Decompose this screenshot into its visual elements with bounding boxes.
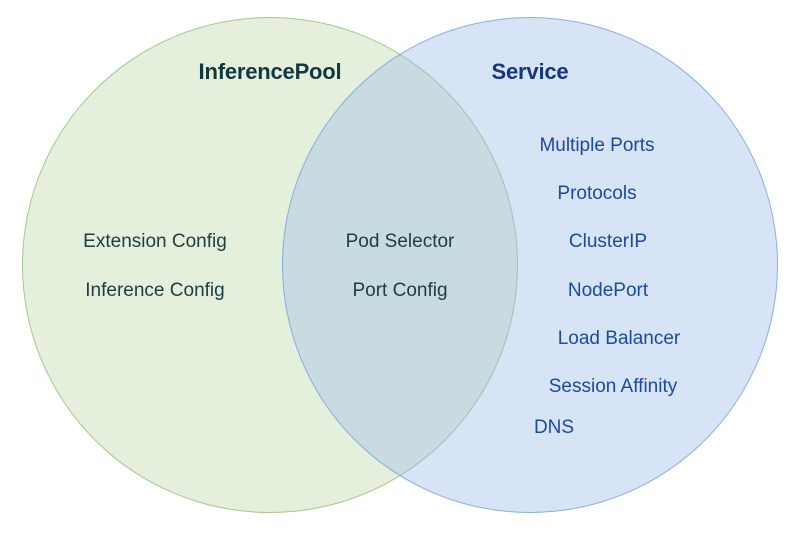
venn-item-left-0: Extension Config — [83, 231, 227, 252]
venn-item-right-3: NodePort — [567, 280, 649, 301]
venn-title-inferencepool: InferencePool — [198, 59, 342, 84]
venn-item-right-5: Session Affinity — [548, 376, 678, 397]
venn-item-right-4: Load Balancer — [557, 328, 681, 349]
venn-circle-service — [282, 17, 778, 513]
venn-item-right-2: ClusterIP — [568, 231, 648, 252]
venn-item-right-1: Protocols — [557, 183, 637, 204]
venn-title-service: Service — [491, 59, 569, 84]
venn-item-right-6: DNS — [533, 417, 575, 438]
venn-item-overlap-1: Port Config — [352, 280, 448, 301]
venn-item-right-0: Multiple Ports — [539, 135, 655, 156]
venn-item-left-1: Inference Config — [85, 280, 225, 301]
venn-item-overlap-0: Pod Selector — [345, 231, 455, 252]
